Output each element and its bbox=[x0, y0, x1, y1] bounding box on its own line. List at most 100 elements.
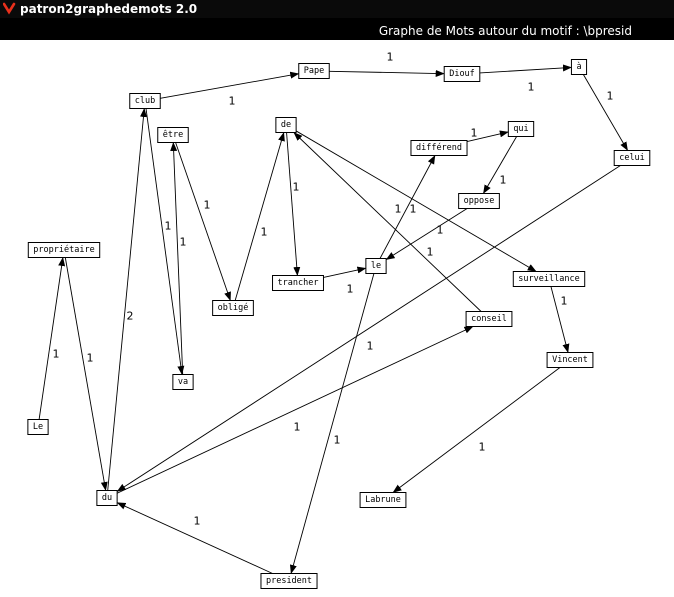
graph-node-oblige[interactable]: obligé bbox=[212, 300, 254, 316]
node-box bbox=[359, 492, 407, 508]
node-label: conseil bbox=[471, 314, 507, 324]
graph-edge-du-conseil: 1 bbox=[116, 326, 474, 494]
graph-node-etre[interactable]: être bbox=[157, 127, 189, 143]
node-box bbox=[410, 140, 468, 156]
edge-line bbox=[116, 502, 273, 574]
graph-edge-a-celui: 1 bbox=[582, 74, 629, 151]
graph-edge-trancher-le: 1 bbox=[323, 266, 367, 296]
node-box bbox=[275, 117, 297, 133]
edge-weight: 1 bbox=[53, 348, 60, 361]
node-label: celui bbox=[619, 153, 645, 163]
graph-node-qui[interactable]: qui bbox=[507, 121, 535, 137]
graph-node-Le[interactable]: Le bbox=[27, 419, 49, 435]
edge-line bbox=[38, 257, 66, 420]
node-label: trancher bbox=[278, 278, 319, 288]
graph-edge-va-etre: 1 bbox=[170, 142, 187, 375]
graph-node-oppose[interactable]: oppose bbox=[458, 193, 500, 209]
node-box bbox=[546, 352, 594, 368]
graph-node-trancher[interactable]: trancher bbox=[272, 275, 324, 291]
graph-node-pape[interactable]: Pape bbox=[298, 63, 330, 79]
node-label: Le bbox=[33, 422, 43, 432]
graph-edge-le-president: 1 bbox=[289, 273, 375, 574]
node-label: Vincent bbox=[552, 355, 588, 365]
node-box bbox=[298, 63, 330, 79]
node-label: différend bbox=[416, 142, 462, 153]
graph-node-va[interactable]: va bbox=[172, 374, 194, 390]
edge-line bbox=[107, 108, 147, 491]
edge-line bbox=[116, 165, 621, 492]
graph-edge-celui-du: 1 bbox=[116, 165, 621, 492]
edge-weight: 1 bbox=[87, 352, 94, 365]
node-label: obligé bbox=[218, 302, 249, 313]
graph-edge-etre-oblige: 1 bbox=[175, 142, 231, 301]
node-label: le bbox=[371, 261, 381, 271]
node-box bbox=[613, 150, 651, 166]
edge-line bbox=[379, 155, 436, 259]
edge-line bbox=[385, 208, 468, 260]
node-label: president bbox=[266, 576, 312, 586]
node-label: qui bbox=[513, 124, 528, 134]
graph-node-president[interactable]: president bbox=[260, 573, 318, 589]
graph-edge-de-trancher: 1 bbox=[286, 132, 301, 276]
graph-edge-qui-oppose: 1 bbox=[482, 136, 518, 194]
node-label: va bbox=[178, 377, 188, 387]
edge-line bbox=[286, 132, 301, 276]
edge-weight: 1 bbox=[427, 246, 434, 259]
node-box bbox=[272, 275, 324, 291]
graph-node-celui[interactable]: celui bbox=[613, 150, 651, 166]
edge-weight: 1 bbox=[229, 95, 236, 108]
node-box bbox=[212, 300, 254, 316]
graph-header-band bbox=[0, 18, 674, 40]
edge-line bbox=[392, 367, 561, 493]
graph-edge-vincent-labrune: 1 bbox=[392, 367, 561, 493]
graph-edge-proprietaire-du: 1 bbox=[64, 257, 108, 491]
edge-line bbox=[479, 64, 572, 74]
node-label: être bbox=[163, 129, 183, 140]
graph-node-de[interactable]: de bbox=[275, 117, 297, 133]
window-titlebar: patron2graphedemots 2.0 bbox=[0, 0, 674, 18]
edge-weight: 1 bbox=[471, 127, 478, 140]
graph-edge-conseil-de: 1 bbox=[293, 132, 482, 312]
graph-node-a[interactable]: à bbox=[570, 59, 588, 75]
edge-weight: 1 bbox=[500, 174, 507, 187]
edge-line bbox=[145, 108, 185, 375]
graph-node-du[interactable]: du bbox=[96, 490, 118, 506]
node-label: de bbox=[281, 120, 291, 130]
edge-weight: 1 bbox=[204, 199, 211, 212]
graph-node-le[interactable]: le bbox=[365, 258, 387, 274]
edge-line bbox=[582, 74, 629, 151]
graph-node-labrune[interactable]: Labrune bbox=[359, 492, 407, 508]
graph-node-conseil[interactable]: conseil bbox=[465, 311, 513, 327]
graph-node-diouf[interactable]: Diouf bbox=[443, 66, 481, 82]
node-label: à bbox=[576, 62, 581, 72]
edge-line bbox=[175, 142, 231, 301]
node-box bbox=[27, 242, 101, 258]
node-label: Pape bbox=[304, 66, 324, 76]
edge-weight: 1 bbox=[561, 295, 568, 308]
edge-line bbox=[293, 132, 482, 312]
graph-edge-club-pape: 1 bbox=[160, 71, 300, 108]
edge-line bbox=[323, 266, 367, 278]
graph-node-differend[interactable]: différend bbox=[410, 140, 468, 156]
graph-edge-du-club: 2 bbox=[107, 108, 147, 491]
graph-node-surveillance[interactable]: surveillance bbox=[512, 271, 586, 287]
graph-edge-club-va: 1 bbox=[145, 108, 185, 375]
edge-line bbox=[289, 273, 375, 574]
graph-edge-surveillance-vincent: 1 bbox=[550, 286, 570, 353]
node-label: club bbox=[135, 96, 155, 106]
node-box bbox=[27, 419, 49, 435]
app-logo-icon bbox=[3, 2, 16, 15]
edge-weight: 1 bbox=[334, 434, 341, 447]
graph-edge-oppose-le: 1 bbox=[385, 208, 468, 260]
edge-weight: 1 bbox=[294, 421, 301, 434]
node-box bbox=[507, 121, 535, 137]
graph-node-proprietaire[interactable]: propriétaire bbox=[27, 242, 101, 258]
graph-node-vincent[interactable]: Vincent bbox=[546, 352, 594, 368]
edge-weight: 1 bbox=[293, 181, 300, 194]
edge-weight: 1 bbox=[410, 203, 417, 216]
edge-weight: 1 bbox=[180, 236, 187, 249]
graph-node-club[interactable]: club bbox=[129, 93, 161, 109]
graph-title: Graphe de Mots autour du motif : \bpresi… bbox=[378, 24, 632, 38]
